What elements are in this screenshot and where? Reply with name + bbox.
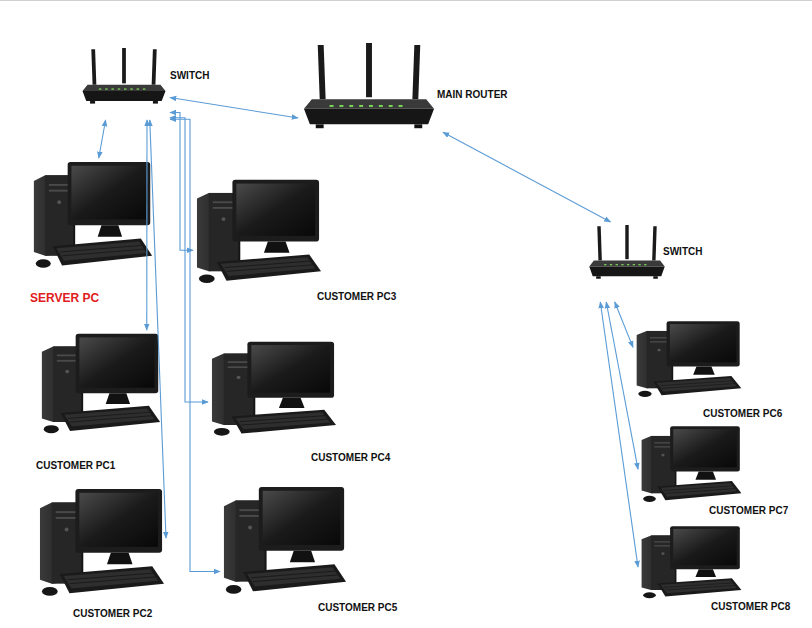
switch-icon (589, 225, 664, 279)
network-link (146, 120, 147, 330)
network-link (150, 120, 166, 538)
computer-node: CUSTOMER PC1 (38, 330, 163, 442)
computer-icon (34, 162, 152, 268)
device-label: CUSTOMER PC6 (703, 408, 782, 420)
computer-icon (197, 180, 321, 283)
network-link (443, 132, 611, 222)
computer-node: CUSTOMER PC6 (633, 318, 743, 402)
device-label: CUSTOMER PC2 (73, 608, 152, 620)
network-device: SWITCH (585, 222, 670, 302)
network-link (99, 120, 106, 158)
computer-icon (637, 321, 742, 397)
device-label: MAIN ROUTER (437, 89, 508, 101)
computer-node: CUSTOMER PC5 (220, 483, 348, 601)
device-label: CUSTOMER PC4 (311, 452, 390, 464)
device-label: CUSTOMER PC5 (318, 602, 397, 614)
network-link (170, 119, 220, 571)
computer-icon (42, 334, 160, 433)
network-device: SWITCH (78, 45, 170, 120)
device-label: CUSTOMER PC1 (36, 460, 115, 472)
computer-icon (642, 526, 742, 598)
device-label: SWITCH (170, 70, 209, 82)
router-icon (304, 43, 434, 128)
computer-node: CUSTOMER PC8 (638, 523, 743, 603)
network-link (606, 302, 638, 469)
network-link (170, 98, 298, 119)
computer-node: CUSTOMER PC3 (193, 176, 323, 292)
network-link (170, 118, 208, 402)
computer-node: SERVER PC (30, 158, 155, 278)
device-label: SERVER PC (30, 291, 99, 305)
computer-icon (642, 426, 742, 502)
computer-node: CUSTOMER PC7 (638, 423, 743, 507)
device-label: CUSTOMER PC3 (317, 291, 396, 303)
switch-icon (83, 48, 166, 104)
computer-icon (212, 342, 336, 436)
computer-node: CUSTOMER PC4 (208, 338, 338, 443)
computer-icon (224, 487, 346, 594)
page-border (0, 0, 812, 1)
computer-node: CUSTOMER PC2 (36, 485, 166, 603)
network-link (170, 113, 193, 251)
network-link (615, 302, 633, 347)
device-label: CUSTOMER PC8 (711, 601, 790, 613)
network-device: MAIN ROUTER (298, 42, 443, 137)
network-link (600, 302, 638, 567)
computer-icon (40, 489, 164, 596)
device-label: CUSTOMER PC7 (709, 505, 788, 517)
device-label: SWITCH (663, 246, 702, 258)
